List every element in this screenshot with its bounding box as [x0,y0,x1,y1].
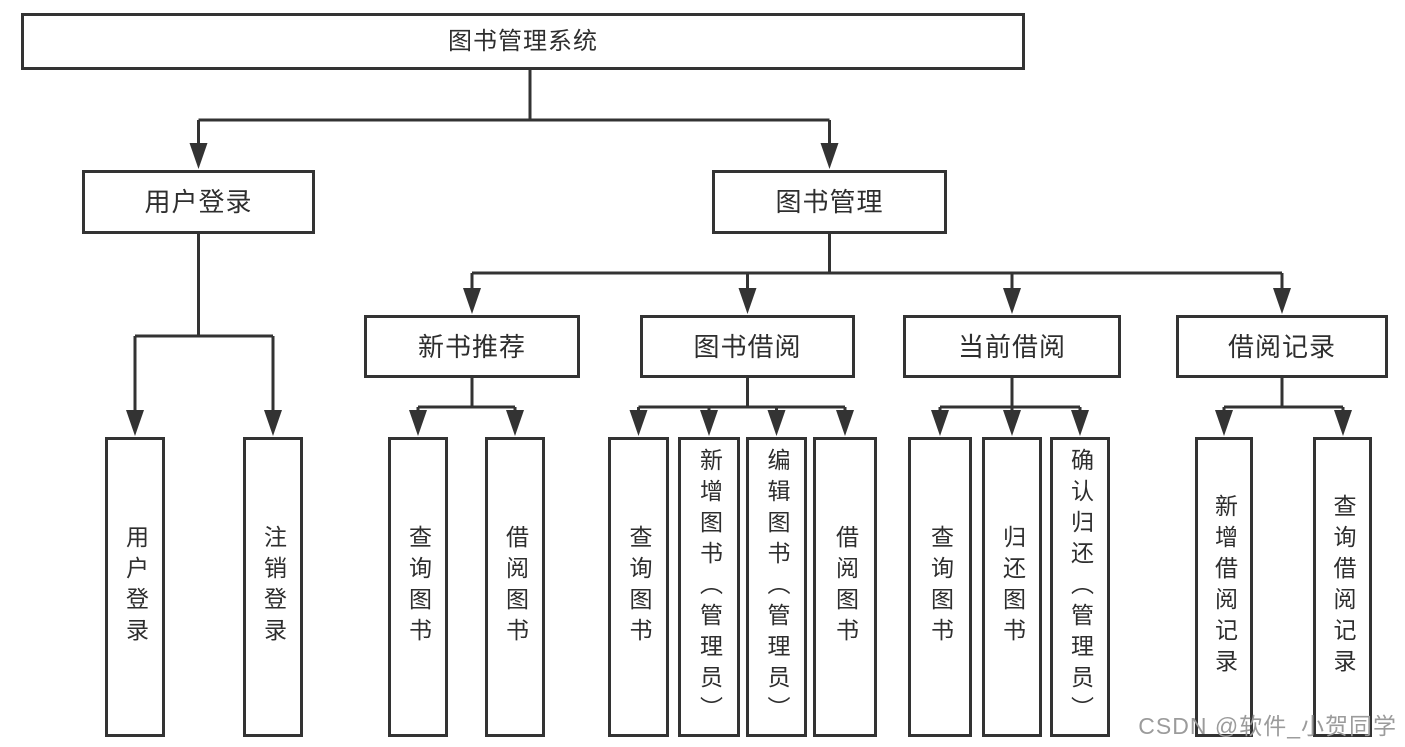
node-cb-return-book-label: 归还图书 [999,525,1026,649]
node-logout: 注销登录 [243,437,303,737]
node-user-login: 用户登录 [82,170,315,234]
node-bb-query-book: 查询图书 [608,437,669,737]
node-cb-confirm-return-label: 确认归还（管理员） [1067,447,1094,727]
node-book-borrow-label: 图书借阅 [693,331,802,362]
node-current-borrow-label: 当前借阅 [957,331,1066,362]
node-bb-edit-book: 编辑图书（管理员） [746,437,807,737]
edges-user-login-children [126,234,282,436]
node-br-query-record-label: 查询借阅记录 [1330,494,1356,680]
node-login-label: 用户登录 [122,525,149,649]
node-cb-query-book-label: 查询图书 [927,525,954,649]
node-br-add-record-label: 新增借阅记录 [1211,494,1238,680]
edges-borrow-record-children [1215,378,1352,436]
node-nb-query-book-label: 查询图书 [405,525,432,649]
node-root: 图书管理系统 [21,13,1025,70]
node-new-book-recommend-label: 新书推荐 [417,331,526,362]
node-book-borrow: 图书借阅 [640,315,855,378]
node-br-query-record: 查询借阅记录 [1313,437,1372,737]
node-br-add-record: 新增借阅记录 [1195,437,1253,737]
edges-book-borrow-children [629,378,854,436]
node-bb-query-book-label: 查询图书 [626,525,652,649]
node-cb-confirm-return: 确认归还（管理员） [1050,437,1110,737]
node-nb-query-book: 查询图书 [388,437,448,737]
edges-new-book-rec-children [409,378,524,436]
node-user-login-label: 用户登录 [144,187,253,217]
node-cb-return-book: 归还图书 [982,437,1042,737]
node-logout-label: 注销登录 [260,525,287,649]
node-bb-borrow-book-label: 借阅图书 [832,525,859,649]
edges-current-borrow-children [931,378,1089,436]
node-borrow-record: 借阅记录 [1176,315,1388,378]
node-bb-add-book-label: 新增图书（管理员） [696,447,723,727]
node-cb-query-book: 查询图书 [908,437,972,737]
node-nb-borrow-book: 借阅图书 [485,437,545,737]
node-nb-borrow-book-label: 借阅图书 [502,525,529,649]
node-borrow-record-label: 借阅记录 [1227,331,1336,362]
node-root-label: 图书管理系统 [448,27,598,55]
node-current-borrow: 当前借阅 [903,315,1121,378]
node-bb-add-book: 新增图书（管理员） [678,437,740,737]
watermark: CSDN @软件_小贺同学 [1138,713,1397,739]
edges-book-mgmt-children [463,234,1291,314]
node-bb-borrow-book: 借阅图书 [813,437,877,737]
node-new-book-recommend: 新书推荐 [364,315,580,378]
node-login: 用户登录 [105,437,165,737]
node-book-management-label: 图书管理 [775,187,884,217]
node-book-management: 图书管理 [712,170,947,234]
edges-root-to-level2 [189,70,839,169]
node-bb-edit-book-label: 编辑图书（管理员） [764,447,790,727]
